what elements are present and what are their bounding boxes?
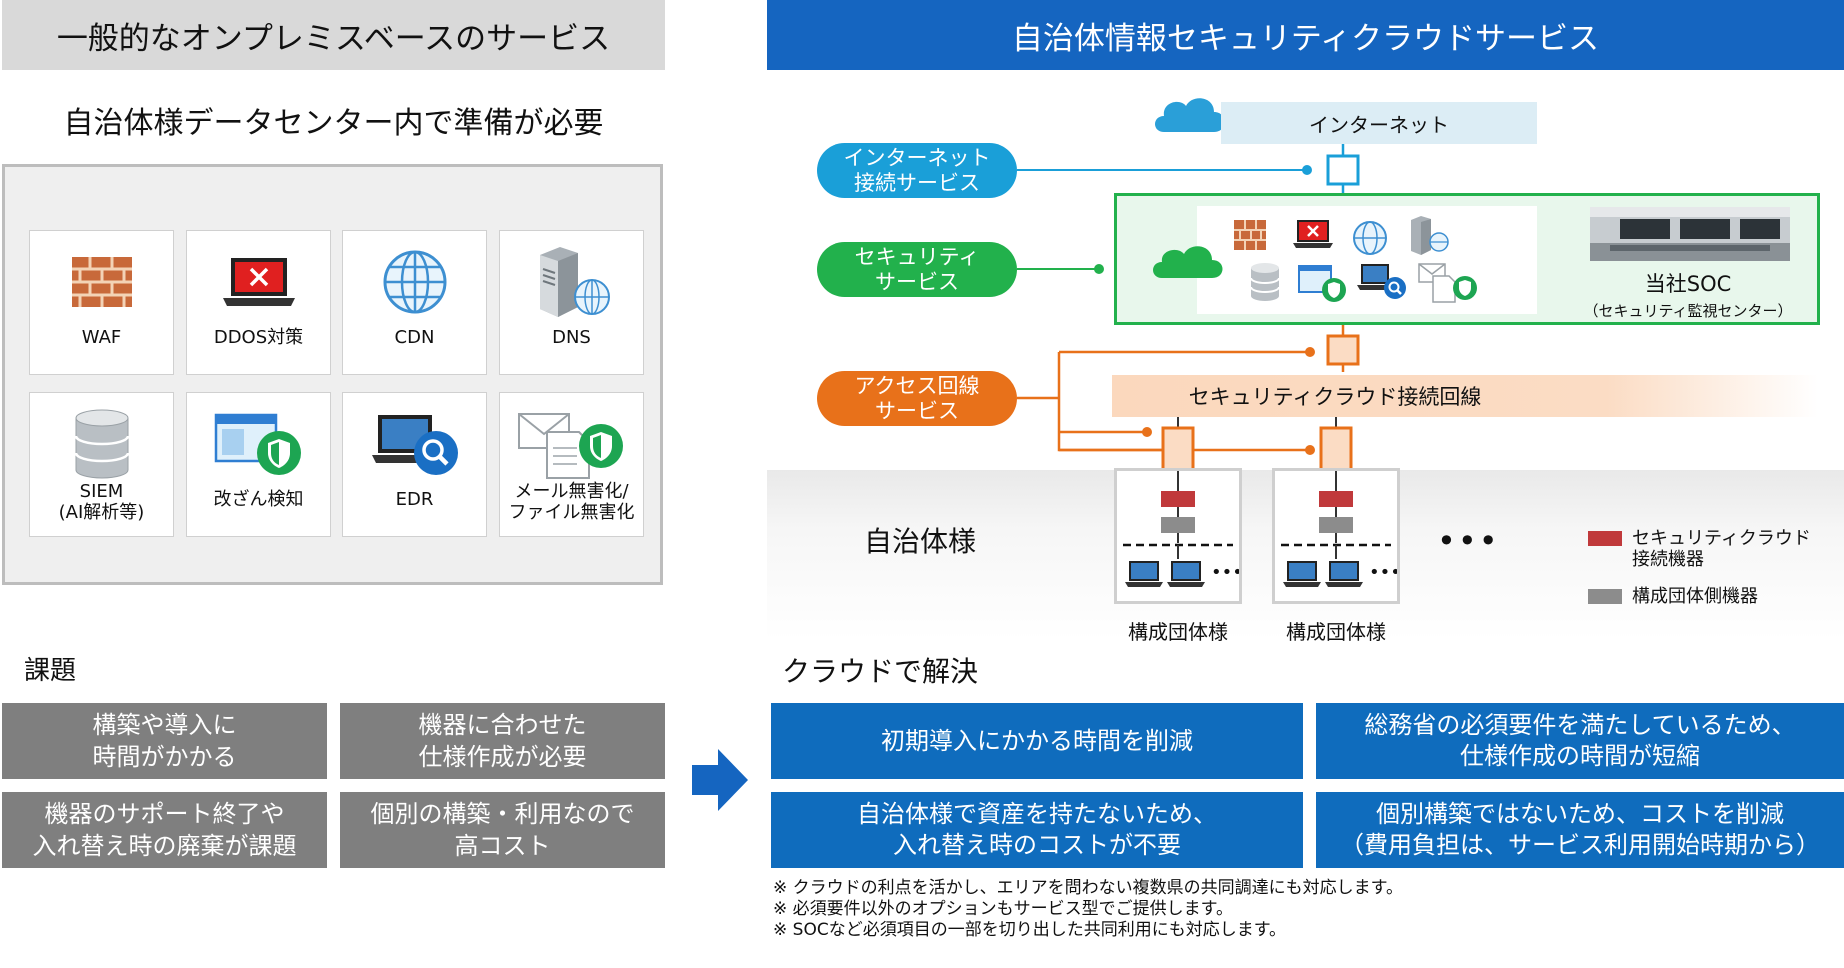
- firewall-icon: [1234, 220, 1266, 250]
- service-card-dns: DNS: [499, 230, 644, 375]
- svg-text:•••: •••: [1211, 562, 1239, 583]
- footnote: ※ クラウドの利点を活かし、エリアを問わない複数県の共同調達にも対応します。: [773, 878, 1403, 898]
- issues-title: 課題: [24, 656, 77, 686]
- soc-title: 当社SOC: [1644, 272, 1732, 296]
- internet-bar: インターネット: [1221, 102, 1537, 144]
- solution-item: 個別構築ではないため、コストを削減 （費用負担は、サービス利用開始時期から）: [1316, 792, 1844, 868]
- arrow-right-icon: [692, 749, 748, 811]
- window-shield-icon: [214, 413, 301, 475]
- security-icons-area: [1116, 206, 1537, 314]
- footnote: ※ SOCなど必須項目の一部を切り出した共同利用にも対応します。: [773, 920, 1286, 940]
- mail-shield-icon: [517, 413, 623, 479]
- service-label: EDR: [395, 489, 434, 510]
- cloud-icon: [1155, 98, 1225, 132]
- service-card-siem: SIEM (AI解析等): [29, 392, 174, 537]
- soc-label: 当社SOC （セキュリティ監視センター）: [1568, 268, 1808, 321]
- cloud-icon: [1153, 246, 1223, 278]
- mail-shield-icon: [1418, 263, 1477, 303]
- service-label: DDOS対策: [213, 327, 304, 348]
- globe-icon: [1353, 221, 1387, 255]
- security-cloud-access-line-bar: セキュリティクラウド接続回線: [1112, 375, 1818, 417]
- server-globe-icon: [1411, 216, 1449, 255]
- firewall-icon: [71, 257, 132, 307]
- laptop-icon: [1167, 561, 1205, 587]
- laptop-icon: [1283, 561, 1321, 587]
- member-org-device: [1161, 517, 1195, 533]
- service-card-waf: WAF: [29, 230, 174, 375]
- member-org-label: 構成団体様: [1128, 620, 1228, 644]
- issue-item: 構築や導入に 時間がかかる: [2, 703, 327, 779]
- database-icon: [74, 409, 129, 479]
- member-org-box: •••: [1272, 468, 1401, 604]
- alert-laptop-icon: [1293, 220, 1333, 248]
- solutions-title: クラウドで解決: [782, 655, 979, 688]
- soc-photo: [1590, 207, 1790, 261]
- member-org-devices: •••: [1281, 471, 1401, 587]
- footnote: ※ 必須要件以外のオプションもサービス型でご提供します。: [773, 899, 1233, 919]
- database-icon: [1250, 263, 1280, 301]
- footnotes: ※ クラウドの利点を活かし、エリアを問わない複数県の共同調達にも対応します。 ※…: [773, 878, 1403, 941]
- onprem-subtitle: 自治体様データセンター内で準備が必要: [63, 106, 604, 141]
- cloud-service-header: 自治体情報セキュリティクラウドサービス: [767, 0, 1844, 70]
- security-icons: [1116, 216, 1477, 303]
- member-org-device: [1319, 517, 1353, 533]
- service-label: メール無害化/ ファイル無害化: [508, 481, 635, 523]
- access-line-service-pill: アクセス回線 サービス: [817, 371, 1017, 426]
- service-label: SIEM (AI解析等): [58, 481, 145, 523]
- security-cloud-device: [1161, 491, 1195, 507]
- member-org-box: •••: [1114, 468, 1243, 604]
- soc-subtitle: （セキュリティ監視センター）: [1583, 302, 1793, 320]
- legend-label: 構成団体側機器: [1632, 586, 1758, 607]
- more-orgs-ellipsis: •••: [1437, 522, 1500, 560]
- laptop-search-icon: [1357, 264, 1406, 299]
- legend-swatch: [1588, 589, 1622, 604]
- laptop-search-icon: [371, 415, 458, 475]
- service-card-sanitize: メール無害化/ ファイル無害化: [499, 392, 644, 537]
- solution-item: 総務省の必須要件を満たしているため、 仕様作成の時間が短縮: [1316, 703, 1844, 779]
- service-card-edr: EDR: [342, 392, 487, 537]
- service-label: DNS: [552, 327, 591, 348]
- access-line-label: セキュリティクラウド接続回線: [1188, 385, 1482, 409]
- municipality-label: 自治体様: [863, 525, 976, 558]
- service-card-cdn: CDN: [342, 230, 487, 375]
- solution-item: 初期導入にかかる時間を削減: [771, 703, 1303, 779]
- member-org-label: 構成団体様: [1286, 620, 1386, 644]
- laptop-icon: [1325, 561, 1363, 587]
- service-card-ddos: DDOS対策: [186, 230, 331, 375]
- solution-item: 自治体様で資産を持たないため、 入れ替え時のコストが不要: [771, 792, 1303, 868]
- service-card-tamper: 改ざん検知: [186, 392, 331, 537]
- legend-label: セキュリティクラウド 接続機器: [1632, 528, 1811, 570]
- laptop-icon: [1125, 561, 1163, 587]
- window-shield-icon: [1298, 265, 1346, 302]
- security-service-pill: セキュリティ サービス: [817, 242, 1017, 297]
- issue-item: 機器のサポート終了や 入れ替え時の廃棄が課題: [2, 792, 327, 868]
- service-label: WAF: [81, 327, 122, 348]
- network-connectors: [1017, 144, 1360, 480]
- svg-text:•••: •••: [1369, 562, 1397, 583]
- issue-item: 機器に合わせた 仕様作成が必要: [340, 703, 665, 779]
- onprem-services-panel: WAF DDOS対策 CDN: [2, 164, 663, 585]
- security-cloud-device: [1319, 491, 1353, 507]
- service-label: 改ざん検知: [213, 489, 304, 510]
- internet-connection-service-pill: インターネット 接続サービス: [817, 143, 1017, 198]
- onprem-header: 一般的なオンプレミスベースのサービス: [2, 0, 665, 70]
- legend-swatch: [1588, 531, 1622, 546]
- service-label: CDN: [394, 327, 435, 348]
- issue-item: 個別の構築・利用なので 高コスト: [340, 792, 665, 868]
- alert-laptop-icon: [222, 258, 295, 306]
- globe-icon: [383, 250, 446, 314]
- server-globe-icon: [539, 247, 610, 317]
- member-org-devices: •••: [1123, 471, 1243, 587]
